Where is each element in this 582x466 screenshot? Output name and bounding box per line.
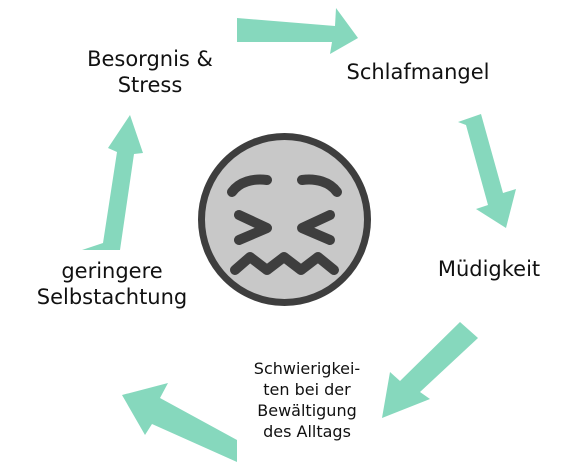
node-label-line: Selbstachtung: [36, 285, 188, 309]
confounded-face-icon: [198, 133, 371, 306]
node-muedigkeit: Müdigkeit: [430, 256, 548, 282]
node-sorge: Besorgnis & Stress: [70, 46, 230, 98]
node-label-line: Müdigkeit: [437, 257, 541, 281]
node-label-line: des Alltags: [263, 422, 351, 441]
node-label-line: Stress: [117, 73, 183, 97]
arrow-to-muedigkeit: [458, 114, 516, 228]
arrow-to-alltag: [382, 322, 478, 418]
node-label-line: ten bei der: [263, 380, 351, 399]
node-schlafmangel: Schlafmangel: [342, 59, 494, 85]
node-label-line: Besorgnis &: [87, 47, 213, 71]
arrow-to-selbstachtung: [122, 383, 237, 462]
node-label-line: geringere: [61, 259, 163, 283]
arrow-to-sorge: [82, 115, 143, 250]
node-selbstachtung: geringere Selbstachtung: [12, 258, 212, 310]
arrow-to-schlafmangel: [237, 8, 358, 54]
node-label-line: Bewältigung: [257, 401, 357, 420]
node-label-line: Schlafmangel: [346, 60, 490, 84]
node-alltag: Schwierigkei- ten bei der Bewältigung de…: [232, 358, 382, 442]
node-label-line: Schwierigkei-: [253, 359, 361, 378]
